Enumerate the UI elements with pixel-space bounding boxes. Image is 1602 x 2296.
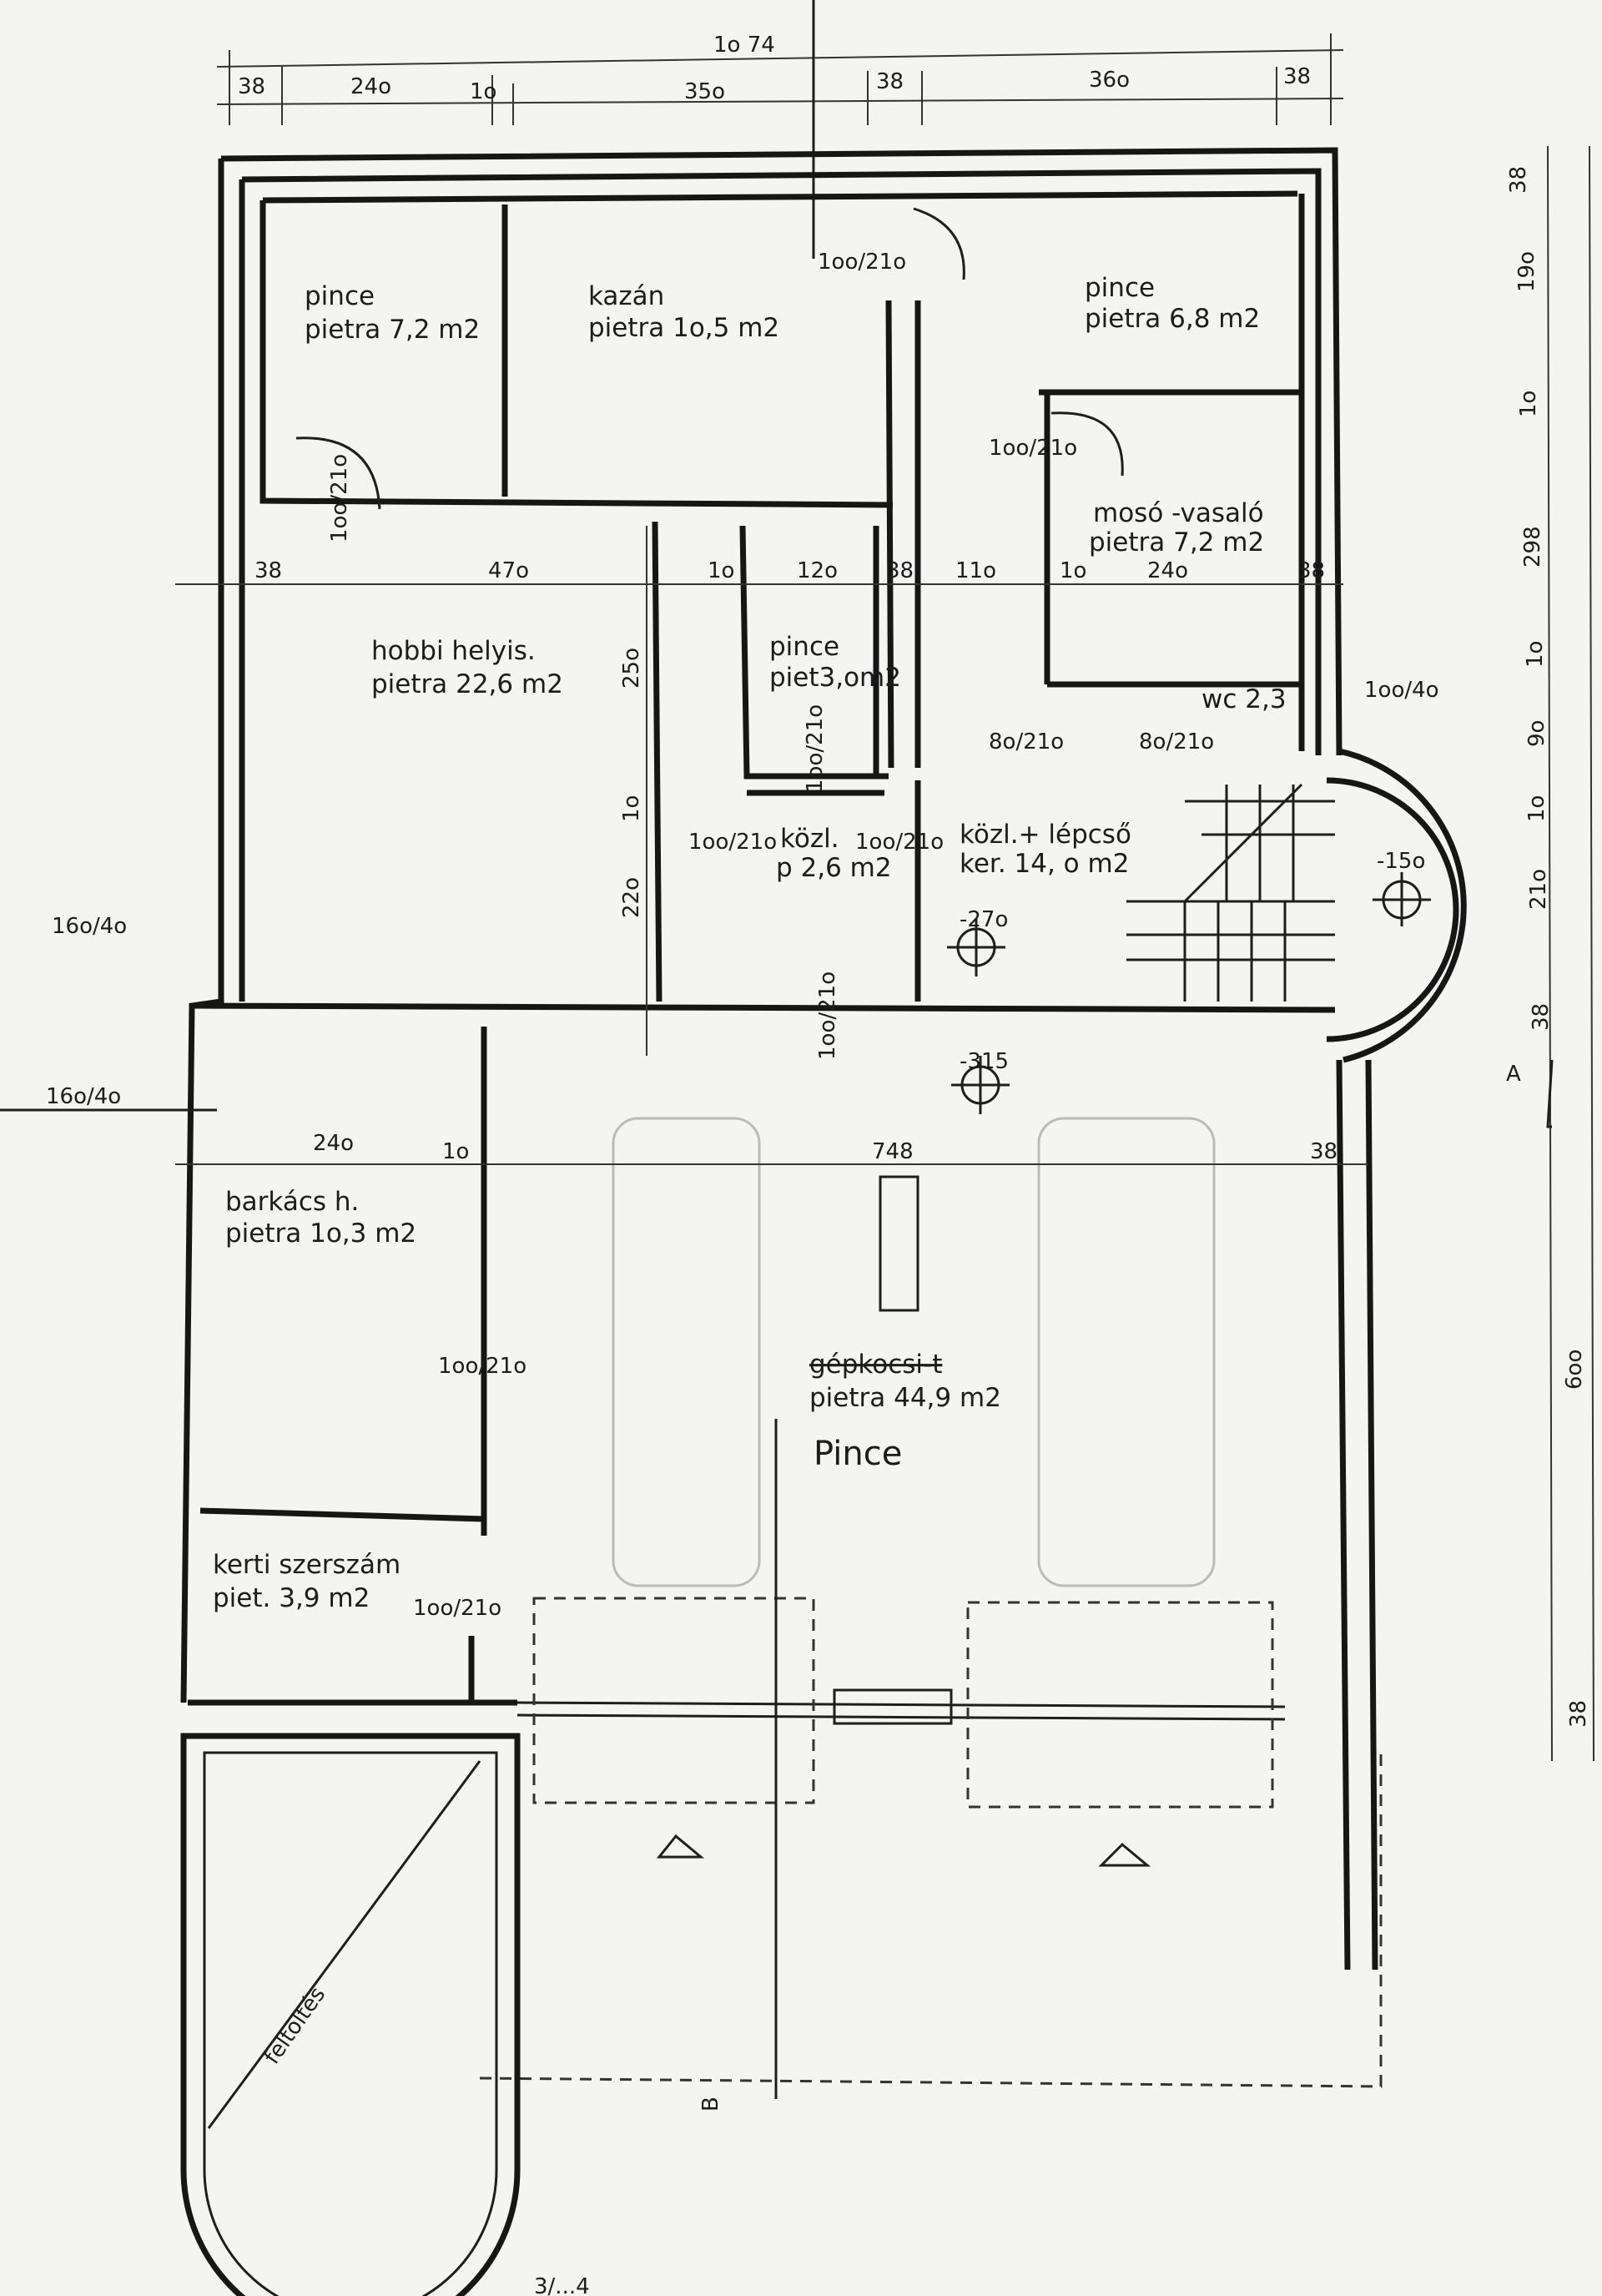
room-name: hobbi helyis. bbox=[371, 636, 536, 666]
dim-right-5: 1o bbox=[1523, 641, 1548, 668]
inner-dim: 38 bbox=[1297, 558, 1325, 583]
room-name: kerti szerszám bbox=[213, 1550, 400, 1580]
inner-dim: 22o bbox=[619, 877, 644, 918]
room-area: pietra 1o,3 m2 bbox=[225, 1219, 416, 1249]
room-area: pietra 1o,5 m2 bbox=[588, 313, 779, 343]
side-note: 16o/4o bbox=[52, 914, 127, 939]
door-label: 8o/21o bbox=[1139, 729, 1214, 754]
room-area: piet3,om2 bbox=[769, 663, 901, 693]
inner-dim: 1o bbox=[442, 1139, 469, 1164]
inner-dim: 38 bbox=[1310, 1139, 1338, 1164]
inner-dim: 1o bbox=[1060, 558, 1086, 583]
dim-right-1: 38 bbox=[1506, 166, 1531, 194]
inner-dim: 12o bbox=[797, 558, 838, 583]
right-dimension-chain: 38 19o 1o 298 1o 9o 1o 21o 38 6oo 38 bbox=[1506, 145, 1594, 1762]
fill-label: feltöltés bbox=[259, 1982, 330, 2069]
dim-top-1: 38 bbox=[238, 74, 265, 99]
door-label: 1oo/21o bbox=[989, 436, 1077, 461]
level-stair: -27o bbox=[960, 907, 1008, 932]
door-labels: 1oo/21o 1oo/21o 1oo/21o 1oo/21o 1oo/21o … bbox=[295, 207, 1439, 1621]
inner-dim: 1o bbox=[708, 558, 734, 583]
inner-dim: 38 bbox=[254, 558, 282, 583]
dim-right-8: 21o bbox=[1526, 869, 1551, 910]
room-area: pietra 7,2 m2 bbox=[1089, 527, 1264, 558]
door-label: 1oo/4o bbox=[1364, 678, 1439, 703]
door-label: 1oo/21o bbox=[803, 704, 828, 793]
room-labels: pince pietra 7,2 m2 kazán pietra 1o,5 m2… bbox=[213, 273, 1287, 1613]
room-name: kazán bbox=[588, 281, 664, 311]
dim-right-3: 1o bbox=[1516, 391, 1541, 417]
door-label: 1oo/21o bbox=[815, 971, 840, 1060]
room-area: pietra 22,6 m2 bbox=[371, 669, 563, 699]
inner-dim: 25o bbox=[619, 648, 644, 689]
section-mark-b: B bbox=[698, 2097, 723, 2112]
inner-dim: 24o bbox=[313, 1131, 354, 1156]
staircase bbox=[1126, 783, 1335, 1002]
dim-top-2: 24o bbox=[350, 74, 391, 99]
room-name: barkács h. bbox=[225, 1187, 359, 1217]
level-markers: -27o -15o -315 bbox=[947, 849, 1431, 1114]
room-name: mosó -vasaló bbox=[1093, 498, 1264, 528]
side-note: 16o/4o bbox=[46, 1084, 121, 1109]
room-area: pietra 6,8 m2 bbox=[1085, 304, 1260, 334]
dim-right-4: 298 bbox=[1520, 526, 1545, 568]
room-name: közl.+ lépcső bbox=[960, 820, 1131, 850]
inner-dim: 38 bbox=[886, 558, 914, 583]
room-name: pince bbox=[305, 281, 375, 311]
dim-top-7: 38 bbox=[1283, 64, 1311, 89]
overall-width-dim: 1o 74 bbox=[713, 33, 775, 58]
dim-right-2: 19o bbox=[1514, 251, 1539, 292]
room-name: közl. bbox=[780, 824, 839, 854]
door-label: 1oo/21o bbox=[688, 830, 777, 855]
room-area: p 2,6 m2 bbox=[776, 853, 892, 883]
room-name: gépkocsi-t bbox=[809, 1350, 942, 1380]
inner-dim: 24o bbox=[1147, 558, 1188, 583]
room-area: pietra 44,9 m2 bbox=[809, 1383, 1001, 1413]
bottom-fragment: 3/...4 bbox=[534, 2274, 590, 2296]
room-name: pince bbox=[1085, 273, 1155, 303]
section-mark-a: A bbox=[1506, 1062, 1521, 1087]
dim-right-7: 1o bbox=[1524, 795, 1549, 822]
inner-dim: 47o bbox=[488, 558, 529, 583]
inner-dimensions: 38 47o 1o 12o 38 11o 1o 24o 38 25o 1o 22… bbox=[175, 526, 1368, 1165]
room-area: pietra 7,2 m2 bbox=[305, 315, 480, 345]
walls bbox=[180, 147, 1467, 2296]
dim-right-9: 38 bbox=[1529, 1003, 1554, 1031]
door-label: 1oo/21o bbox=[327, 454, 352, 542]
dim-top-5: 38 bbox=[876, 69, 904, 94]
level-garage: -315 bbox=[960, 1049, 1009, 1074]
inner-dim: 11o bbox=[955, 558, 996, 583]
level-bay: -15o bbox=[1377, 849, 1425, 874]
room-area: piet. 3,9 m2 bbox=[213, 1583, 370, 1613]
dim-right-6: 9o bbox=[1524, 720, 1549, 747]
handwritten-label: Pince bbox=[814, 1435, 902, 1473]
dim-right-10: 6oo bbox=[1562, 1350, 1587, 1390]
dim-top-6: 36o bbox=[1089, 68, 1130, 93]
inner-dim: 1o bbox=[619, 795, 644, 822]
car-outlines bbox=[612, 1117, 1216, 1587]
dim-top-4: 35o bbox=[684, 79, 725, 104]
room-name: wc 2,3 bbox=[1202, 684, 1287, 714]
door-label: 1oo/21o bbox=[818, 250, 906, 275]
door-label: 1oo/21o bbox=[413, 1596, 501, 1621]
door-label: 1oo/21o bbox=[438, 1354, 526, 1379]
dim-right-11: 38 bbox=[1566, 1700, 1591, 1728]
door-label: 1oo/21o bbox=[855, 830, 944, 855]
room-name: pince bbox=[769, 632, 839, 662]
door-label: 8o/21o bbox=[989, 729, 1064, 754]
room-area: ker. 14, o m2 bbox=[960, 849, 1129, 879]
inner-dim: 748 bbox=[872, 1139, 914, 1164]
dim-top-3: 1o bbox=[470, 79, 496, 104]
top-dimension-chain: 1o 74 38 24o 1o 35o 38 36o 38 bbox=[216, 0, 1344, 259]
